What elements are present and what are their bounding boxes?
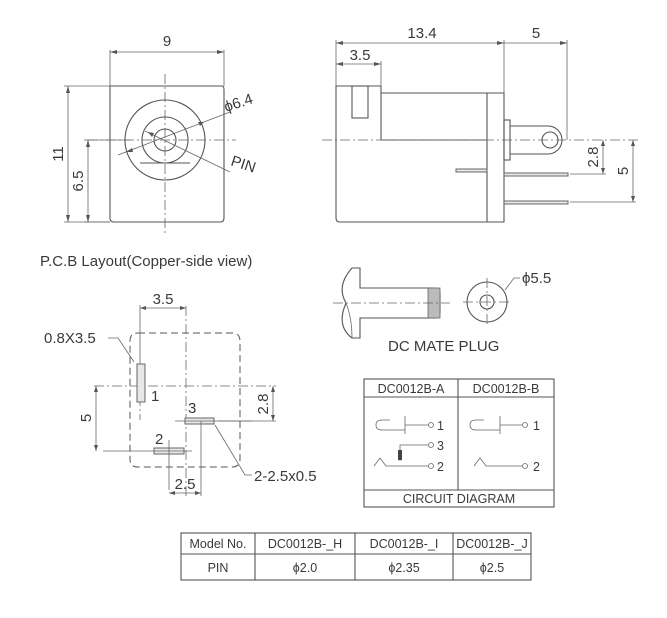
- circuit-b-pin-1: 1: [533, 419, 540, 433]
- table-header-model: Model No.: [190, 537, 247, 551]
- table-header-i: DC0012B-_I: [370, 537, 439, 551]
- circuit-header-a: DC0012B-A: [378, 382, 445, 396]
- dim-center-height: 6.5: [70, 171, 87, 192]
- dim-slots-2: 2-2.5x0.5: [254, 468, 317, 485]
- dim-width: 9: [163, 33, 171, 50]
- dim-lip-length: 3.5: [350, 47, 371, 64]
- dim-pin-offset-2: 5: [615, 167, 632, 175]
- pcb-layout-title: P.C.B Layout(Copper-side view): [40, 253, 252, 270]
- pin-label-2: 2: [155, 431, 163, 448]
- table-cell-h-pin: ϕ2.0: [293, 561, 317, 575]
- table-cell-pin-label: PIN: [208, 561, 229, 575]
- circuit-diagram: DC0012B-A DC0012B-B 1 3 2 1 2 CIRCUIT DI…: [363, 378, 555, 508]
- front-view: 9 11 6.5 ϕ6.4 PIN: [50, 33, 258, 236]
- circuit-caption: CIRCUIT DIAGRAM: [403, 492, 515, 506]
- circuit-a-pin-2: 2: [437, 460, 444, 474]
- dim-left: 5: [78, 414, 95, 422]
- circuit-header-b: DC0012B-B: [473, 382, 540, 396]
- dc-mate-plug: ϕ5.5 DC MATE PLUG: [333, 267, 551, 355]
- dim-right: 2.8: [255, 394, 272, 415]
- table-cell-j-pin: ϕ2.5: [480, 561, 504, 575]
- dim-diameter: ϕ6.4: [222, 91, 255, 116]
- pin-label-3: 3: [188, 400, 196, 417]
- model-table: Model No. DC0012B-_H DC0012B-_I DC0012B-…: [180, 532, 532, 581]
- dim-plug-diameter: ϕ5.5: [522, 270, 551, 287]
- pcb-layout: P.C.B Layout(Copper-side view) 1 3 2 3.5…: [40, 253, 317, 496]
- dim-pin-offset-1: 2.8: [585, 147, 602, 168]
- side-view: 13.4 3.5 5 2.8 5: [322, 25, 640, 223]
- dim-top: 3.5: [153, 291, 174, 308]
- dim-slot: 0.8X3.5: [44, 330, 96, 347]
- mate-plug-caption: DC MATE PLUG: [388, 338, 499, 355]
- dim-height: 11: [50, 146, 67, 162]
- dim-tab-length: 5: [532, 25, 540, 42]
- dim-bottom: 2.5: [175, 476, 196, 493]
- circuit-a-pin-1: 1: [437, 419, 444, 433]
- dim-body-length: 13.4: [407, 25, 436, 42]
- circuit-a-pin-3: 3: [437, 439, 444, 453]
- table-header-j: DC0012B-_J: [456, 537, 528, 551]
- circuit-b-pin-2: 2: [533, 460, 540, 474]
- table-cell-i-pin: ϕ2.35: [388, 561, 419, 575]
- pin-label-1: 1: [151, 388, 159, 405]
- label-pin: PIN: [229, 153, 258, 177]
- table-header-h: DC0012B-_H: [268, 537, 342, 551]
